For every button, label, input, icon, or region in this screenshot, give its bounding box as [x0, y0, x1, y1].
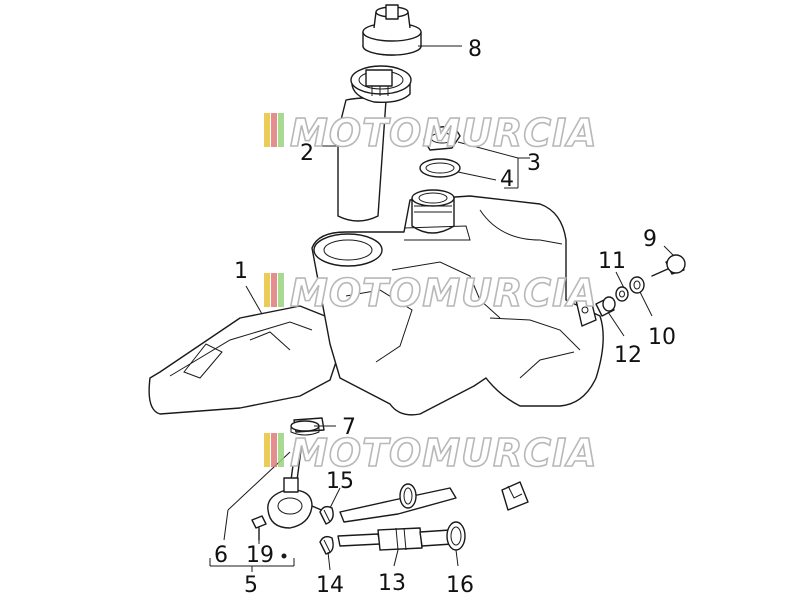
- watermark-text: MOTOMURCIA: [290, 111, 598, 155]
- hose-holder-clip: [501, 481, 529, 511]
- washer-part-11: [615, 286, 629, 302]
- callout-15: 15: [326, 469, 354, 494]
- watermark-top: MOTOMURCIA: [264, 110, 598, 156]
- callout-5: 5: [244, 573, 258, 598]
- callout-11: 11: [598, 249, 626, 274]
- filler-neck-part-2: [337, 65, 412, 222]
- fuel-tank-part-1: [148, 189, 604, 433]
- callout-19: 19: [246, 543, 274, 568]
- callout-1: 1: [234, 259, 248, 284]
- watermark-text: MOTOMURCIA: [290, 271, 598, 315]
- gasket-ring-part-4: [419, 158, 461, 178]
- watermark-bottom: MOTOMURCIA: [264, 430, 598, 476]
- screw-part-19: [251, 515, 267, 541]
- callout-16: 16: [446, 573, 474, 598]
- fuel-hose-part-13: [337, 487, 457, 551]
- callout-4: 4: [500, 167, 514, 192]
- callout-14: 14: [316, 573, 344, 598]
- leader-lines: [209, 45, 675, 572]
- callout-3: 3: [527, 151, 541, 176]
- washer-part-10: [629, 276, 645, 294]
- callout-9: 9: [643, 227, 657, 252]
- watermark-text: MOTOMURCIA: [290, 431, 598, 475]
- hose-clamp-part-16: [399, 483, 466, 551]
- spacer-part-12: [595, 296, 616, 317]
- hose-clip-part-15: [319, 505, 334, 525]
- callout-2: 2: [300, 141, 314, 166]
- callout-12: 12: [614, 343, 642, 368]
- callout-7: 7: [342, 415, 356, 440]
- fuel-cap-part-8: [362, 4, 422, 56]
- callout-13: 13: [378, 571, 406, 596]
- callout-10: 10: [648, 325, 676, 350]
- hose-clip-part-14: [319, 535, 334, 555]
- callout-8: 8: [468, 37, 482, 62]
- lock-nut-part-3: [423, 125, 461, 151]
- watermark-middle: MOTOMURCIA: [264, 270, 598, 316]
- callout-6: 6: [214, 543, 228, 568]
- bolt-part-9: [651, 254, 686, 277]
